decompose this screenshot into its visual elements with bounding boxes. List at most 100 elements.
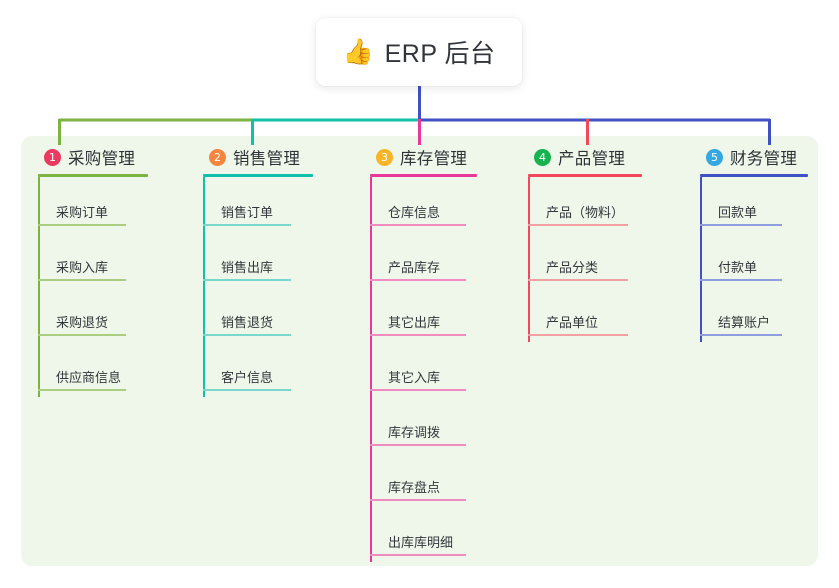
branch-item[interactable]: 产品库存: [370, 232, 477, 287]
branch-title: 销售管理: [233, 150, 301, 168]
branch-item[interactable]: 销售出库: [203, 232, 313, 287]
branch-item[interactable]: 采购订单: [38, 177, 148, 232]
branch-item[interactable]: 仓库信息: [370, 177, 477, 232]
branch-item[interactable]: 产品（物料）: [528, 177, 642, 232]
branch-trunk-line: [38, 177, 40, 397]
branch-item[interactable]: 客户信息: [203, 342, 313, 397]
branch-item-rule: [700, 334, 782, 336]
branch-title: 采购管理: [68, 150, 136, 168]
branch-item-rule: [370, 334, 466, 336]
thumbs-up-icon: 👍: [342, 37, 374, 66]
branch-header-rule: [38, 174, 148, 177]
branch-item-rule: [370, 499, 466, 501]
branch-column-3: 3 库存管理仓库信息产品库存其它出库其它入库库存调拨库存盘点出库库明细: [370, 146, 477, 562]
branch-item-rule: [38, 389, 126, 391]
branch-item-label: 采购订单: [56, 205, 109, 220]
branch-item[interactable]: 采购退货: [38, 287, 148, 342]
branch-item-rule: [370, 389, 466, 391]
branch-item-rule: [203, 279, 291, 281]
branch-item-rule: [203, 334, 291, 336]
branch-item[interactable]: 销售订单: [203, 177, 313, 232]
branch-number-badge: 5: [706, 148, 723, 166]
branch-item-rule: [38, 334, 126, 336]
branch-item-rule: [528, 279, 628, 281]
branch-item-rule: [528, 224, 628, 226]
branch-item-label: 结算账户: [718, 315, 771, 330]
branch-number-badge: 2: [209, 148, 226, 166]
branch-header-5[interactable]: 5 财务管理: [700, 146, 808, 168]
root-node[interactable]: 👍 ERP 后台: [316, 18, 522, 86]
branch-header-2[interactable]: 2 销售管理: [203, 146, 313, 168]
branch-item-label: 回款单: [718, 205, 758, 220]
branch-item-label: 产品库存: [388, 260, 441, 275]
branch-item-label: 其它出库: [388, 315, 441, 330]
branch-item-rule: [370, 279, 466, 281]
branch-item-label: 库存调拨: [388, 425, 441, 440]
branch-column-2: 2 销售管理销售订单销售出库销售退货客户信息: [203, 146, 313, 397]
branch-number-badge: 4: [534, 148, 551, 166]
root-title: ERP 后台: [384, 40, 496, 68]
branch-item-label: 产品分类: [546, 260, 599, 275]
branch-item-label: 产品单位: [546, 315, 599, 330]
branch-number-badge: 1: [44, 148, 61, 166]
branch-header-3[interactable]: 3 库存管理: [370, 146, 477, 168]
branch-header-1[interactable]: 1 采购管理: [38, 146, 148, 168]
branch-item-list: 销售订单销售出库销售退货客户信息: [203, 177, 313, 397]
branch-trunk-line: [370, 177, 372, 562]
diagram-panel: [21, 136, 818, 566]
branch-item[interactable]: 其它入库: [370, 342, 477, 397]
branch-header-rule: [370, 174, 477, 177]
branch-title: 产品管理: [558, 150, 626, 168]
branch-item[interactable]: 供应商信息: [38, 342, 148, 397]
branch-item-rule: [203, 389, 291, 391]
branch-item-label: 销售出库: [221, 260, 274, 275]
branch-item-label: 客户信息: [221, 370, 274, 385]
branch-item[interactable]: 出库库明细: [370, 507, 477, 562]
branch-header-rule: [528, 174, 642, 177]
branch-item-label: 付款单: [718, 260, 758, 275]
branch-header-4[interactable]: 4 产品管理: [528, 146, 642, 168]
branch-trunk-line: [203, 177, 205, 397]
branch-item[interactable]: 产品单位: [528, 287, 642, 342]
branch-item-label: 销售订单: [221, 205, 274, 220]
branch-item[interactable]: 销售退货: [203, 287, 313, 342]
branch-trunk-line: [528, 177, 530, 342]
branch-item-list: 采购订单采购入库采购退货供应商信息: [38, 177, 148, 397]
branch-item-label: 供应商信息: [56, 370, 122, 385]
branch-item-rule: [528, 334, 628, 336]
branch-item-label: 产品（物料）: [546, 205, 625, 220]
branch-item-label: 销售退货: [221, 315, 274, 330]
branch-item[interactable]: 其它出库: [370, 287, 477, 342]
branch-item-label: 采购退货: [56, 315, 109, 330]
branch-title: 库存管理: [400, 150, 468, 168]
branch-column-1: 1 采购管理采购订单采购入库采购退货供应商信息: [38, 146, 148, 397]
branch-item-label: 仓库信息: [388, 205, 441, 220]
branch-title: 财务管理: [730, 150, 798, 168]
branch-item-label: 出库库明细: [388, 535, 454, 550]
branch-item-label: 库存盘点: [388, 480, 441, 495]
branch-item[interactable]: 回款单: [700, 177, 808, 232]
branch-item-rule: [700, 279, 782, 281]
branch-item[interactable]: 付款单: [700, 232, 808, 287]
branch-item-label: 采购入库: [56, 260, 109, 275]
branch-item[interactable]: 产品分类: [528, 232, 642, 287]
branch-item-rule: [370, 224, 466, 226]
branch-number-badge: 3: [376, 148, 393, 166]
branch-item[interactable]: 结算账户: [700, 287, 808, 342]
branch-item-list: 回款单付款单结算账户: [700, 177, 808, 342]
branch-item-rule: [700, 224, 782, 226]
branch-column-4: 4 产品管理产品（物料） 产品分类产品单位: [528, 146, 642, 342]
branch-item-rule: [370, 554, 466, 556]
branch-item-rule: [203, 224, 291, 226]
branch-item[interactable]: 采购入库: [38, 232, 148, 287]
branch-column-5: 5 财务管理回款单付款单结算账户: [700, 146, 808, 342]
branch-item[interactable]: 库存盘点: [370, 452, 477, 507]
branch-item[interactable]: 库存调拨: [370, 397, 477, 452]
branch-item-list: 产品（物料） 产品分类产品单位: [528, 177, 642, 342]
branch-item-label: 其它入库: [388, 370, 441, 385]
branch-item-rule: [38, 279, 126, 281]
branch-item-list: 仓库信息产品库存其它出库其它入库库存调拨库存盘点出库库明细: [370, 177, 477, 562]
branch-item-rule: [38, 224, 126, 226]
